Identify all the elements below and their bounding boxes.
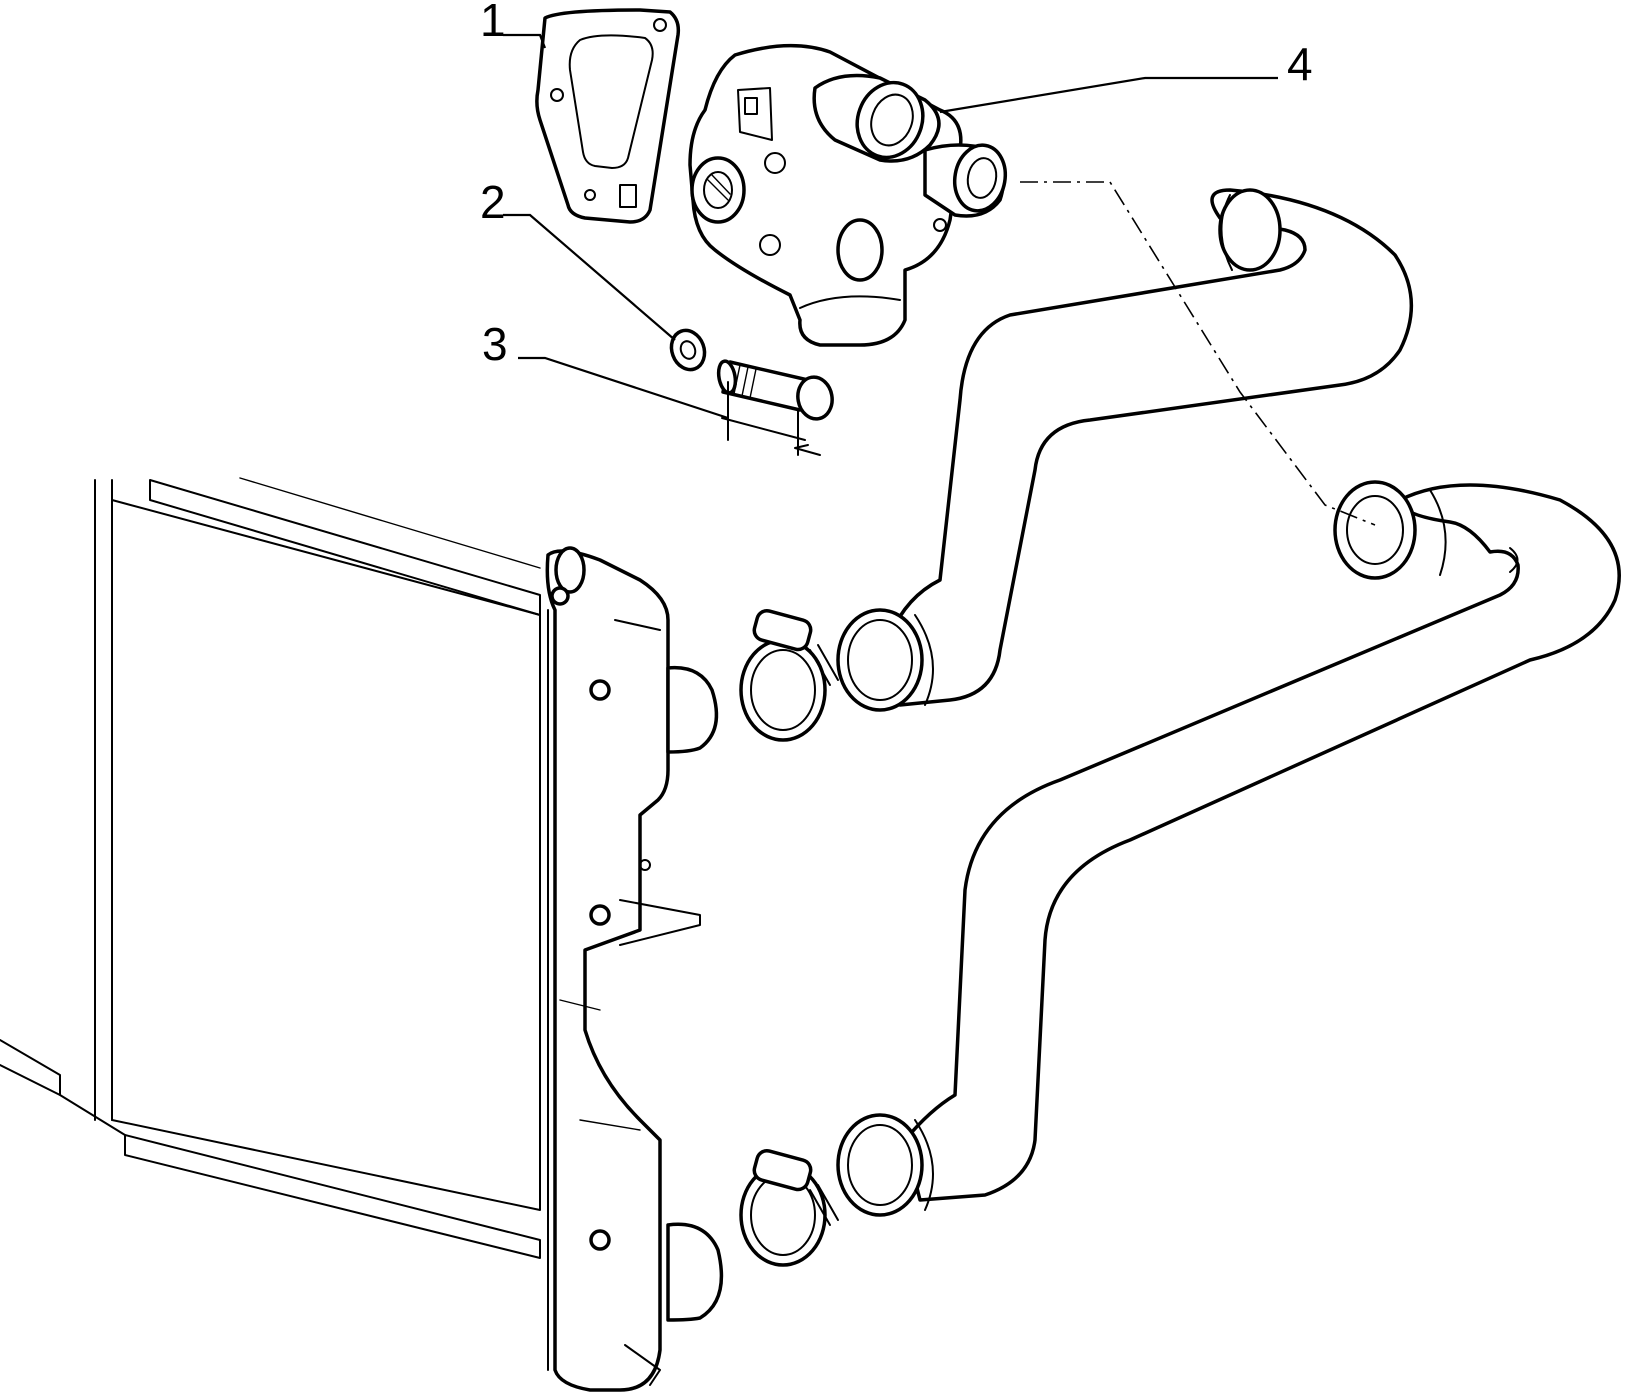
thermostat-housing-gasket[interactable] <box>535 8 681 224</box>
radiator-lower-outlet <box>666 1222 724 1322</box>
gasket-outline <box>535 8 681 224</box>
housing-lower-bore <box>836 218 884 282</box>
callout-labels: 1 2 3 4 <box>480 0 1313 370</box>
hollow-bolt[interactable] <box>716 359 835 456</box>
upper-hose-radiator-end <box>836 608 924 712</box>
upper-hose-engine-end <box>1218 188 1282 272</box>
lower-hose-radiator-end <box>836 1113 924 1217</box>
thermostat-housing[interactable] <box>688 44 1010 347</box>
hose-clamp-upper-screw <box>752 609 813 652</box>
leader-2 <box>503 213 676 341</box>
radiator-bracket <box>619 899 701 946</box>
hose-clamp-lower[interactable] <box>739 1149 839 1267</box>
hose-clamp-upper[interactable] <box>739 609 839 742</box>
radiator-left-post <box>94 479 113 1121</box>
radiator-mount-pin-top <box>554 546 586 594</box>
gasket-opening <box>568 34 654 169</box>
radiator-core <box>111 499 541 1211</box>
callout-2: 2 <box>480 176 506 228</box>
lower-radiator-hose[interactable] <box>836 480 1621 1217</box>
radiator-upper-inlet <box>666 665 719 754</box>
upper-hose-body <box>883 188 1414 707</box>
radiator-left-frame <box>0 1039 61 1096</box>
radiator-top-rail <box>149 479 541 616</box>
lower-hose-body <box>903 483 1621 1202</box>
callout-3: 3 <box>482 318 508 370</box>
assembly-center-lines <box>1020 181 1376 526</box>
radiator-bottom-rail <box>124 1134 541 1259</box>
hose-clamp-lower-screw <box>752 1149 813 1192</box>
callout-4: 4 <box>1287 38 1313 90</box>
radiator[interactable] <box>0 477 724 1392</box>
sealing-washer[interactable] <box>666 326 710 375</box>
callout-1: 1 <box>480 0 506 46</box>
upper-radiator-hose[interactable] <box>836 188 1414 712</box>
leader-4 <box>939 76 1278 114</box>
radiator-side-tank <box>545 549 670 1392</box>
leader-lines <box>503 33 1278 420</box>
leader-3 <box>518 356 729 420</box>
leader-1 <box>503 33 547 49</box>
bolt-head <box>796 375 834 421</box>
